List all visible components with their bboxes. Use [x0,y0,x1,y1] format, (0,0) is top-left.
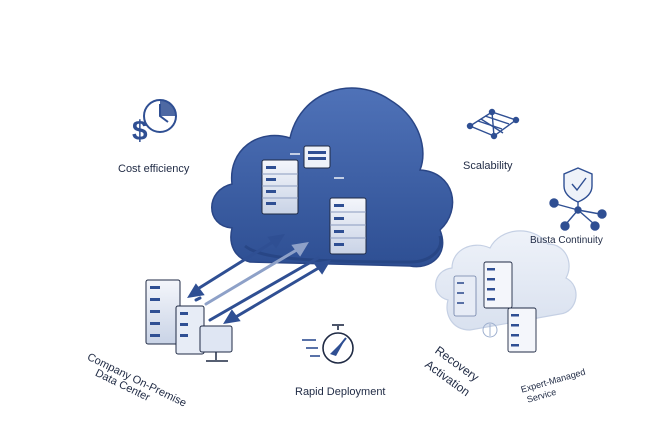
scalability-grid-icon [466,108,520,140]
label-business-continuity: Busta Continuity [530,235,603,246]
primary-cloud [211,87,454,268]
desktop-monitor [199,325,233,362]
stopwatch-icon [302,324,354,364]
shield-network-icon [549,167,607,231]
recovery-server-c [507,307,537,353]
cloud-server-left [261,159,299,215]
recovery-cloud [435,230,577,353]
replication-arrows [187,233,331,325]
cloud-monitor [290,145,344,179]
svg-text:$: $ [132,115,148,146]
recovery-server-a [483,261,513,309]
label-cost-efficiency: Cost efficiency [118,163,190,175]
recovery-server-b [453,275,477,317]
label-scalability: Scalability [463,160,513,172]
label-rapid-deployment: Rapid Deployment [295,386,386,398]
dollar-clock-icon: $ [132,99,177,146]
on-premise-servers [145,279,233,362]
cloud-server-right [329,197,367,255]
